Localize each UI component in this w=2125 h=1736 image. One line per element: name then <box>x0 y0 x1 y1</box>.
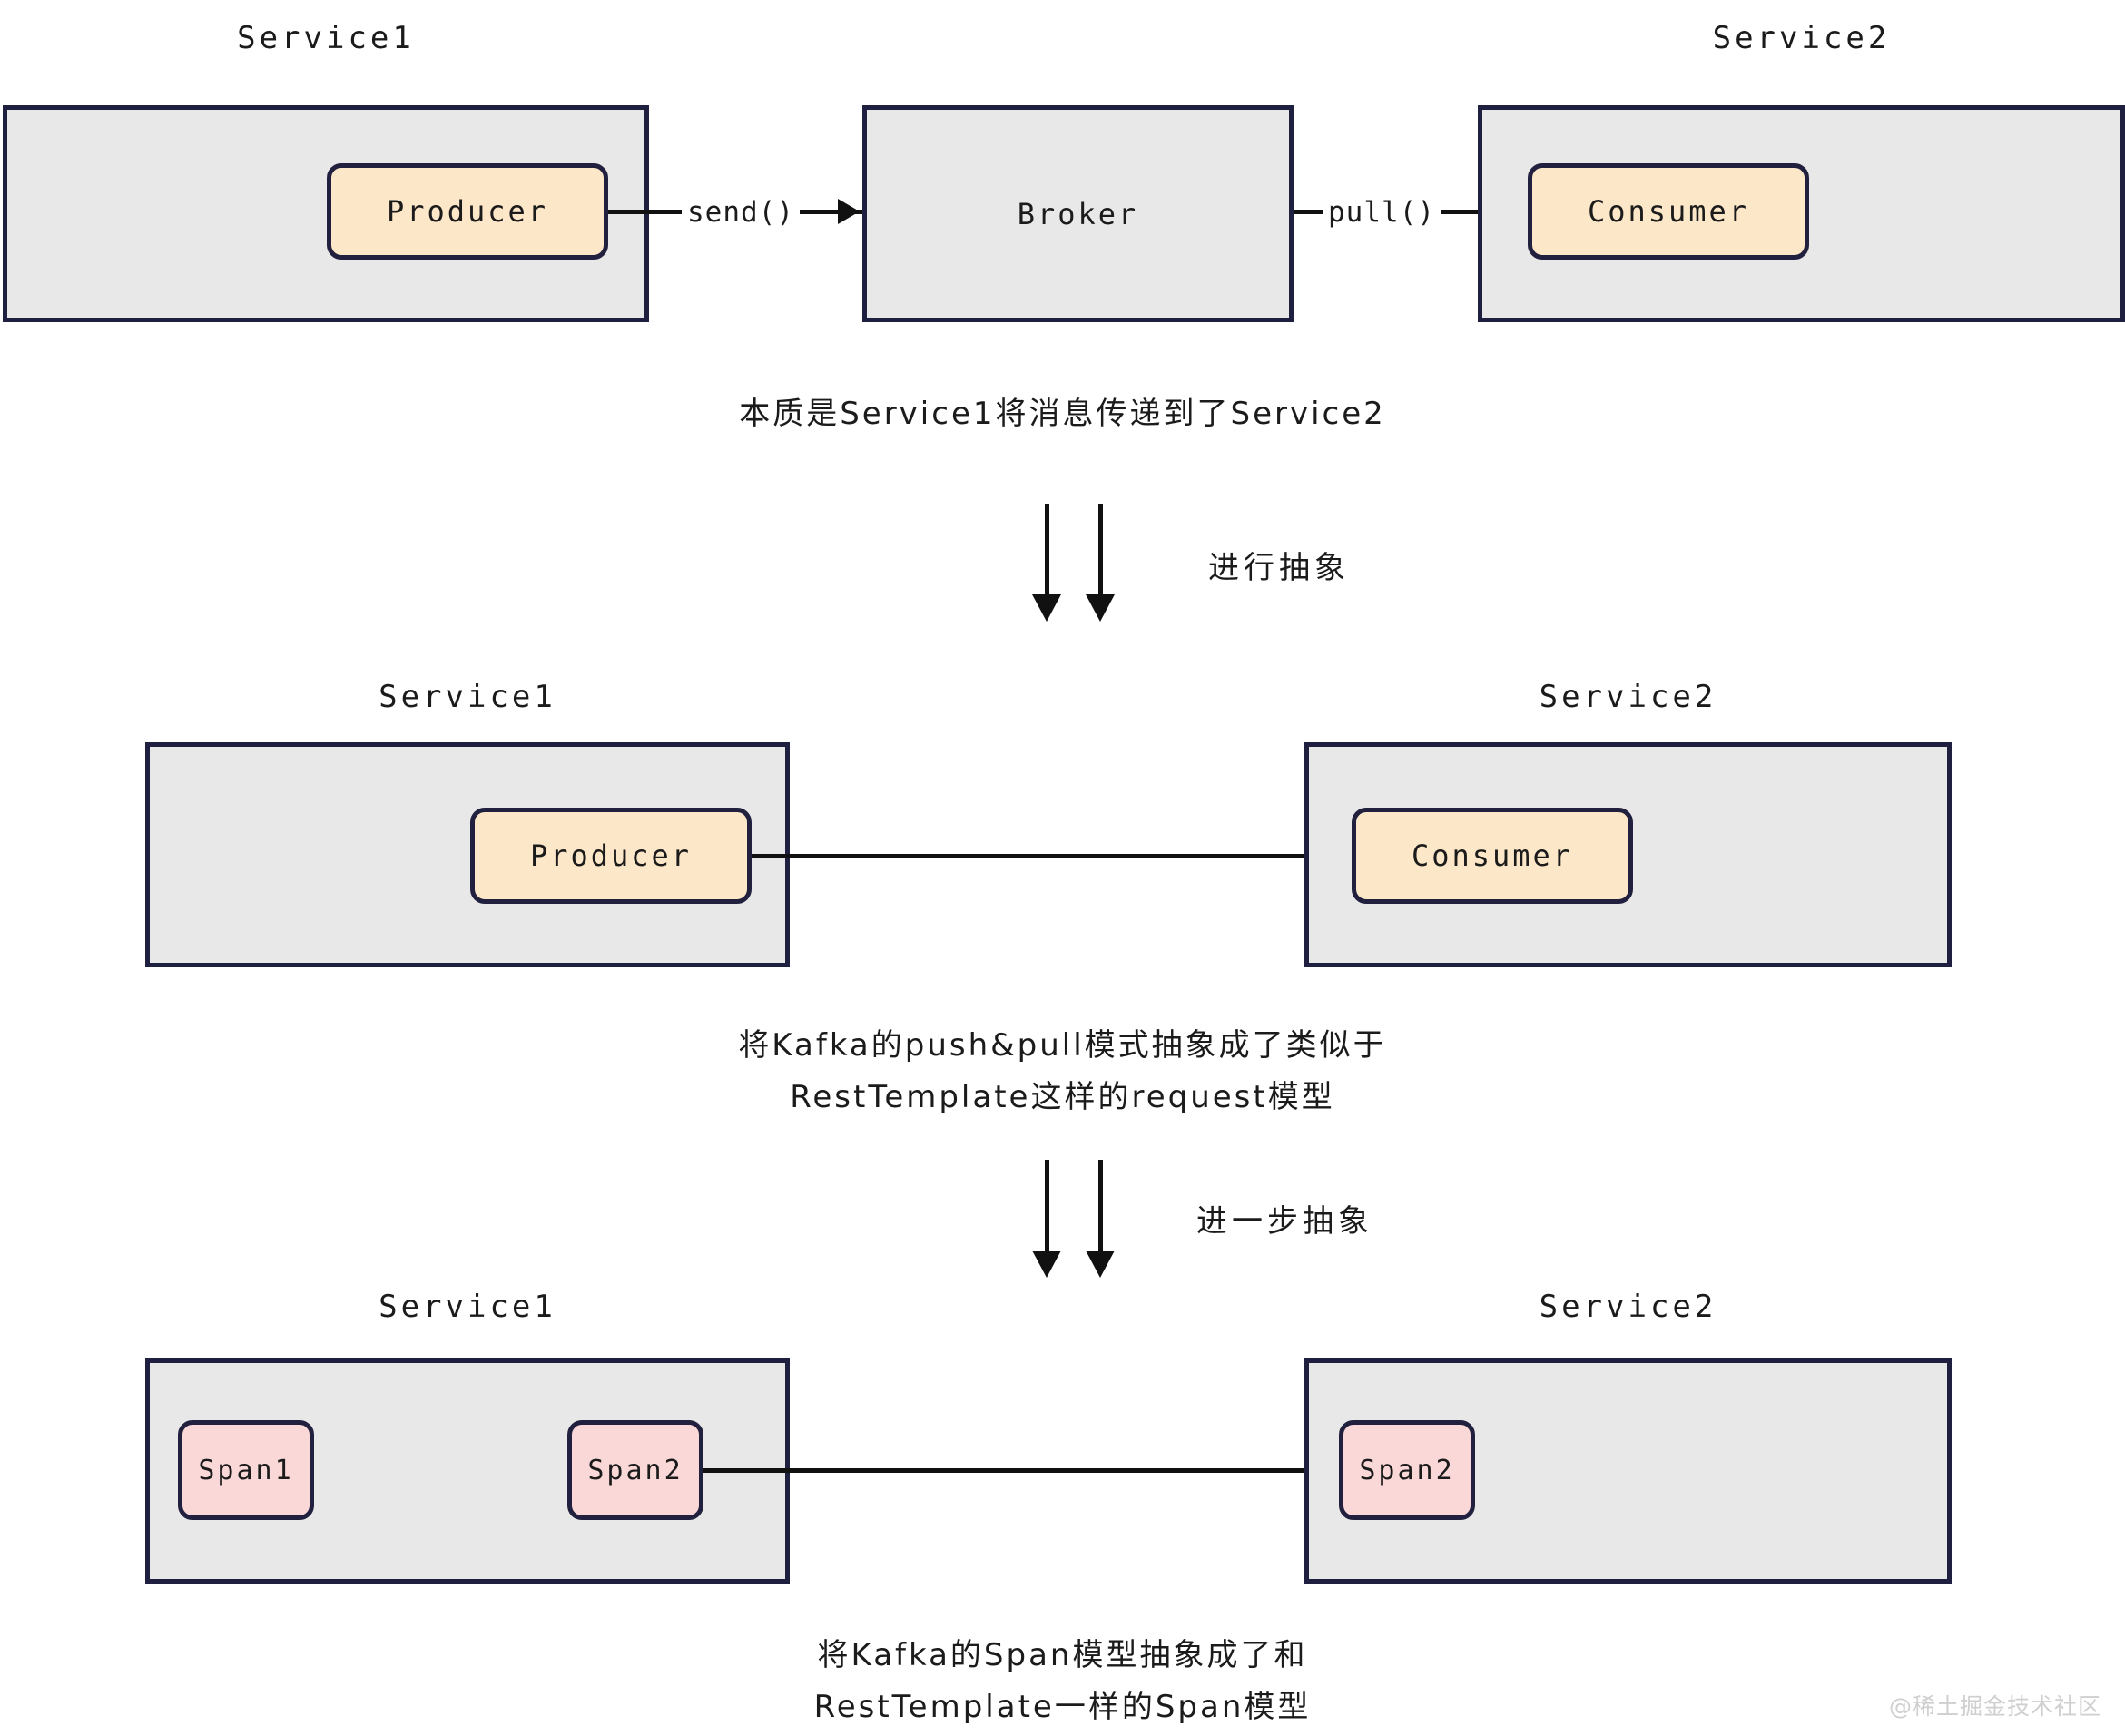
row3-connector-line <box>703 1468 1351 1473</box>
row1-send-label: send() <box>682 196 800 229</box>
transition2-arrow-right-head <box>1086 1251 1115 1278</box>
row1-producer-node[interactable]: Producer <box>327 163 608 260</box>
row1-send-arrowhead <box>838 199 860 224</box>
row3-caption-line2: RestTemplate一样的Span模型 <box>813 1689 1312 1725</box>
row1-broker-box[interactable]: Broker <box>862 105 1294 322</box>
row2-producer-label: Producer <box>529 839 693 873</box>
row2-caption-line1: 将Kafka的push&pull模式抽象成了类似于 <box>738 1027 1387 1064</box>
row2-service2-label: Service2 <box>1539 679 1717 715</box>
row3-span1-node[interactable]: Span1 <box>178 1420 314 1520</box>
row3-span2-remote-label: Span2 <box>1359 1454 1455 1486</box>
row2-service1-label: Service1 <box>379 679 556 715</box>
row3-caption-line1: 将Kafka的Span模型抽象成了和 <box>817 1637 1308 1673</box>
transition2-arrow-left-shaft <box>1045 1160 1049 1255</box>
transition2-arrow-left-head <box>1032 1251 1061 1278</box>
transition2-arrow-right-shaft <box>1098 1160 1103 1255</box>
transition2-label: 进一步抽象 <box>1196 1203 1373 1240</box>
row2-producer-node[interactable]: Producer <box>470 808 752 904</box>
transition1-label: 进行抽象 <box>1208 550 1350 586</box>
row1-service1-label: Service1 <box>237 20 415 56</box>
row3-service2-label: Service2 <box>1539 1289 1717 1325</box>
row3-span2-node[interactable]: Span2 <box>567 1420 703 1520</box>
watermark: @稀土掘金技术社区 <box>1888 1693 2101 1720</box>
row3-span2-label: Span2 <box>587 1454 684 1486</box>
row1-caption: 本质是Service1将消息传递到了Service2 <box>739 396 1386 432</box>
row2-connector-line <box>752 854 1351 858</box>
row2-caption-line2: RestTemplate这样的request模型 <box>790 1079 1335 1115</box>
row3-service1-label: Service1 <box>379 1289 556 1325</box>
row1-service2-label: Service2 <box>1712 20 1891 56</box>
row1-broker-label: Broker <box>1017 196 1139 231</box>
row3-span2-remote-node[interactable]: Span2 <box>1339 1420 1475 1520</box>
row2-consumer-label: Consumer <box>1411 839 1574 873</box>
transition1-arrow-left-shaft <box>1045 504 1049 599</box>
row1-pull-label: pull() <box>1323 196 1441 229</box>
row1-consumer-label: Consumer <box>1587 194 1750 229</box>
row1-consumer-node[interactable]: Consumer <box>1528 163 1809 260</box>
row1-producer-label: Producer <box>386 194 549 229</box>
row3-span1-label: Span1 <box>198 1454 294 1486</box>
transition1-arrow-right-shaft <box>1098 504 1103 599</box>
transition1-arrow-left-head <box>1032 594 1061 622</box>
row2-consumer-node[interactable]: Consumer <box>1352 808 1633 904</box>
transition1-arrow-right-head <box>1086 594 1115 622</box>
